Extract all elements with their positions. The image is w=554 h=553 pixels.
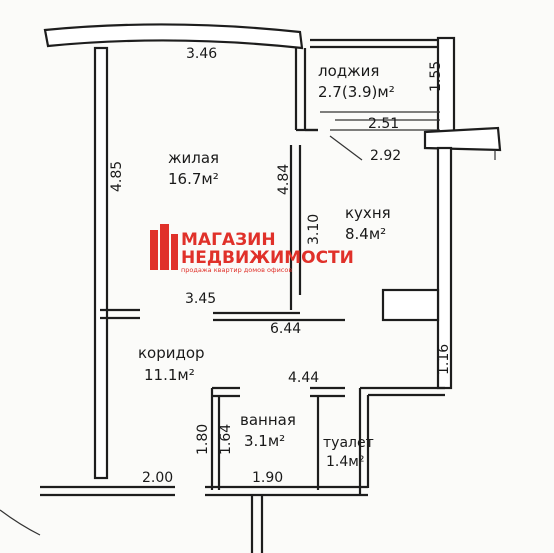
kitchen-area: 8.4м²	[345, 225, 386, 243]
dim-loggia-right: 1.55	[428, 61, 444, 92]
dim-left: 4.85	[109, 161, 125, 192]
dim-bath-outer: 1.80	[195, 424, 211, 455]
loggia-area: 2.7(3.9)м²	[318, 83, 395, 101]
dim-top: 3.46	[186, 46, 217, 62]
dim-bath-inner: 1.64	[218, 424, 234, 455]
dim-bath-top: 4.44	[288, 370, 319, 386]
kitchen-name: кухня	[345, 204, 391, 222]
dim-bottom-left: 2.00	[142, 470, 173, 486]
building-icon	[150, 224, 178, 270]
dim-living-bottom: 3.45	[185, 291, 216, 307]
bathroom-area: 3.1м²	[244, 432, 285, 450]
left-wall	[93, 46, 109, 480]
dim-corridor-top: 6.44	[270, 321, 301, 337]
watermark-line1: МАГАЗИН	[181, 230, 276, 250]
walls	[0, 23, 502, 553]
dim-living-right: 4.84	[276, 164, 292, 195]
bathroom-name: ванная	[240, 411, 296, 429]
dim-loggia-inner: 2.51	[368, 116, 399, 132]
dim-kitchen-left: 3.10	[306, 214, 322, 245]
corridor-area: 11.1м²	[144, 366, 195, 384]
living-room-area: 16.7м²	[168, 170, 219, 188]
toilet-area: 1.4м²	[326, 454, 364, 470]
watermark-logo: МАГАЗИН НЕДВИЖИМОСТИ продажа квартир дом…	[150, 224, 354, 274]
living-room-name: жилая	[168, 149, 219, 167]
kitchen-top-right-wall	[423, 126, 502, 152]
toilet-name: туалет	[323, 435, 374, 451]
watermark-line2: НЕДВИЖИМОСТИ	[181, 248, 354, 268]
dim-kitchen-top: 2.92	[370, 148, 401, 164]
kitchen-counter	[381, 288, 440, 322]
dim-bottom-mid: 1.90	[252, 470, 283, 486]
dim-right-lower: 1.16	[436, 344, 452, 375]
top-wall	[43, 23, 304, 50]
loggia-name: лоджия	[318, 62, 379, 80]
watermark-line3: продажа квартир домов офисов	[181, 266, 292, 274]
corridor-name: коридор	[138, 344, 205, 362]
